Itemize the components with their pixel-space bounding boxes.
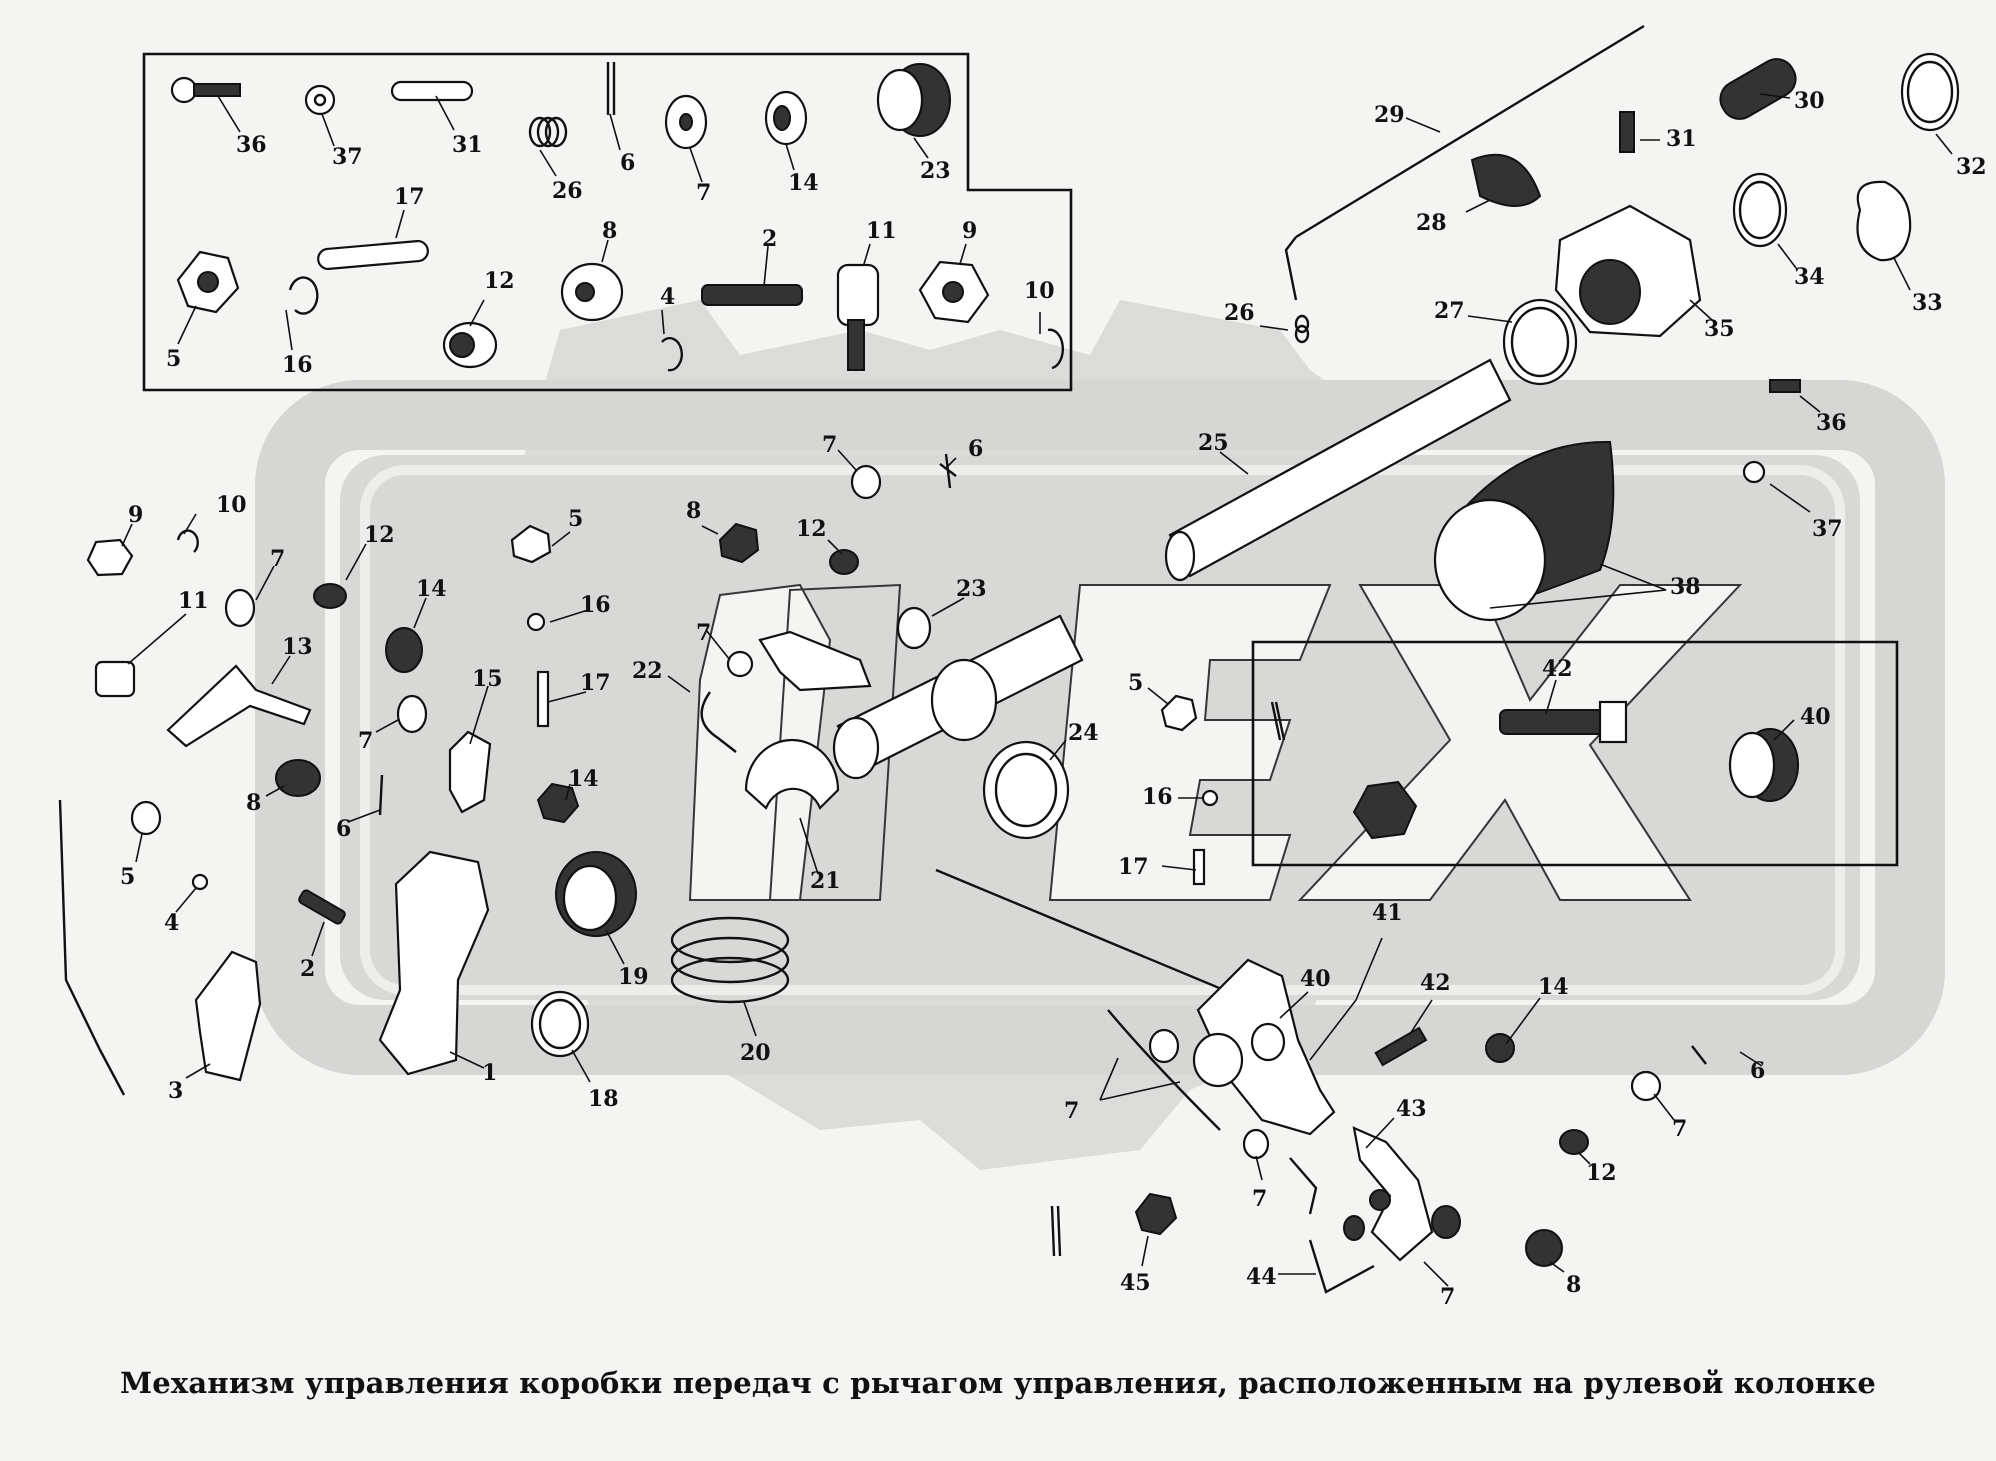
callout-label: 9 <box>962 218 977 244</box>
callout-label: 37 <box>332 144 363 170</box>
callout-label: 28 <box>1416 210 1447 236</box>
top-right-parts <box>1164 24 1960 622</box>
callout-label: 38 <box>1670 574 1701 600</box>
watermark-gear-logo <box>255 300 1945 1170</box>
leader-lines <box>121 93 1953 1287</box>
callout-label: 6 <box>1750 1058 1765 1084</box>
callout-label: 42 <box>1420 970 1451 996</box>
callout-label: 26 <box>1224 300 1255 326</box>
callout-label: 14 <box>1538 974 1569 1000</box>
callout-label: 5 <box>1128 670 1143 696</box>
callout-label: 13 <box>282 634 313 660</box>
callout-label: 7 <box>1064 1098 1079 1124</box>
callout-label: 31 <box>1666 126 1697 152</box>
callout-label: 10 <box>1024 278 1055 304</box>
center-group-parts <box>670 453 1084 1004</box>
callout-label: 6 <box>620 150 635 176</box>
callout-label: 8 <box>602 218 617 244</box>
callout-label: 14 <box>568 766 599 792</box>
callout-label: 8 <box>686 498 701 524</box>
callout-label: 7 <box>822 432 837 458</box>
callout-label: 40 <box>1300 966 1331 992</box>
callout-label: 6 <box>336 816 351 842</box>
callout-label: 16 <box>580 592 611 618</box>
callout-label: 6 <box>968 436 983 462</box>
callout-label: 17 <box>580 670 611 696</box>
callout-label: 8 <box>1566 1272 1581 1298</box>
callout-label: 7 <box>1252 1186 1267 1212</box>
callout-label: 11 <box>178 588 209 614</box>
callout-label: 34 <box>1794 264 1825 290</box>
callout-label: 31 <box>452 132 483 158</box>
callout-label: 33 <box>1912 290 1943 316</box>
inset-parts <box>170 62 1064 372</box>
callout-label: 10 <box>216 492 247 518</box>
callout-label: 3 <box>168 1078 183 1104</box>
callout-label: 36 <box>236 132 267 158</box>
callout-label: 2 <box>762 226 777 252</box>
callout-label: 7 <box>1440 1284 1455 1310</box>
callout-label: 41 <box>1372 900 1403 926</box>
callout-label: 37 <box>1812 516 1843 542</box>
callout-label: 12 <box>364 522 395 548</box>
callout-label: 18 <box>588 1086 619 1112</box>
callout-label: 9 <box>128 502 143 528</box>
callout-label: 26 <box>552 178 583 204</box>
callout-label: 43 <box>1396 1096 1427 1122</box>
callout-label: 4 <box>164 910 179 936</box>
callout-label: 35 <box>1704 316 1735 342</box>
callout-label: 7 <box>358 728 373 754</box>
callout-label: 7 <box>270 546 285 572</box>
callout-label: 7 <box>1672 1116 1687 1142</box>
callout-label: 20 <box>740 1040 771 1066</box>
callout-label: 14 <box>416 576 447 602</box>
callout-label: 7 <box>696 180 711 206</box>
callout-label: 23 <box>956 576 987 602</box>
callout-label: 21 <box>810 868 841 894</box>
callout-label: 4 <box>660 284 675 310</box>
callout-label: 5 <box>120 864 135 890</box>
callout-label: 17 <box>394 184 425 210</box>
callout-label: 25 <box>1198 430 1229 456</box>
right-inset-parts <box>1160 694 1799 886</box>
callout-label: 30 <box>1794 88 1825 114</box>
callout-label: 24 <box>1068 720 1099 746</box>
callout-label: 17 <box>1118 854 1149 880</box>
callout-label: 14 <box>788 170 819 196</box>
callout-label: 42 <box>1542 656 1573 682</box>
callout-label: 16 <box>282 352 313 378</box>
callout-label: 1 <box>482 1060 497 1086</box>
callout-labels: 36 37 31 26 6 7 14 23 17 5 16 12 8 4 2 1… <box>120 88 1987 1310</box>
callout-label: 36 <box>1816 410 1847 436</box>
diagram-caption: Механизм управления коробки передач с ры… <box>119 1366 1877 1400</box>
callout-label: 8 <box>246 790 261 816</box>
callout-label: 27 <box>1434 298 1465 324</box>
callout-label: 5 <box>568 506 583 532</box>
inset-frame-shift-lever-fasteners <box>1251 640 1899 867</box>
callout-label: 32 <box>1956 154 1987 180</box>
callout-label: 12 <box>484 268 515 294</box>
callout-label: 40 <box>1800 704 1831 730</box>
callout-label: 2 <box>300 956 315 982</box>
callout-label: 29 <box>1374 102 1405 128</box>
callout-label: 23 <box>920 158 951 184</box>
callout-label: 44 <box>1246 1264 1277 1290</box>
callout-label: 22 <box>632 658 663 684</box>
callout-label: 19 <box>618 964 649 990</box>
callout-label: 45 <box>1120 1270 1151 1296</box>
callout-label: 11 <box>866 218 897 244</box>
callout-label: 5 <box>166 346 181 372</box>
callout-label: 7 <box>696 620 711 646</box>
left-group-parts <box>58 524 637 1096</box>
callout-label: 12 <box>1586 1160 1617 1186</box>
inset-frame-small-parts <box>142 52 1073 392</box>
callout-label: 16 <box>1142 784 1173 810</box>
lower-right-parts <box>935 868 1707 1294</box>
callout-label: 12 <box>796 516 827 542</box>
callout-label: 15 <box>472 666 503 692</box>
